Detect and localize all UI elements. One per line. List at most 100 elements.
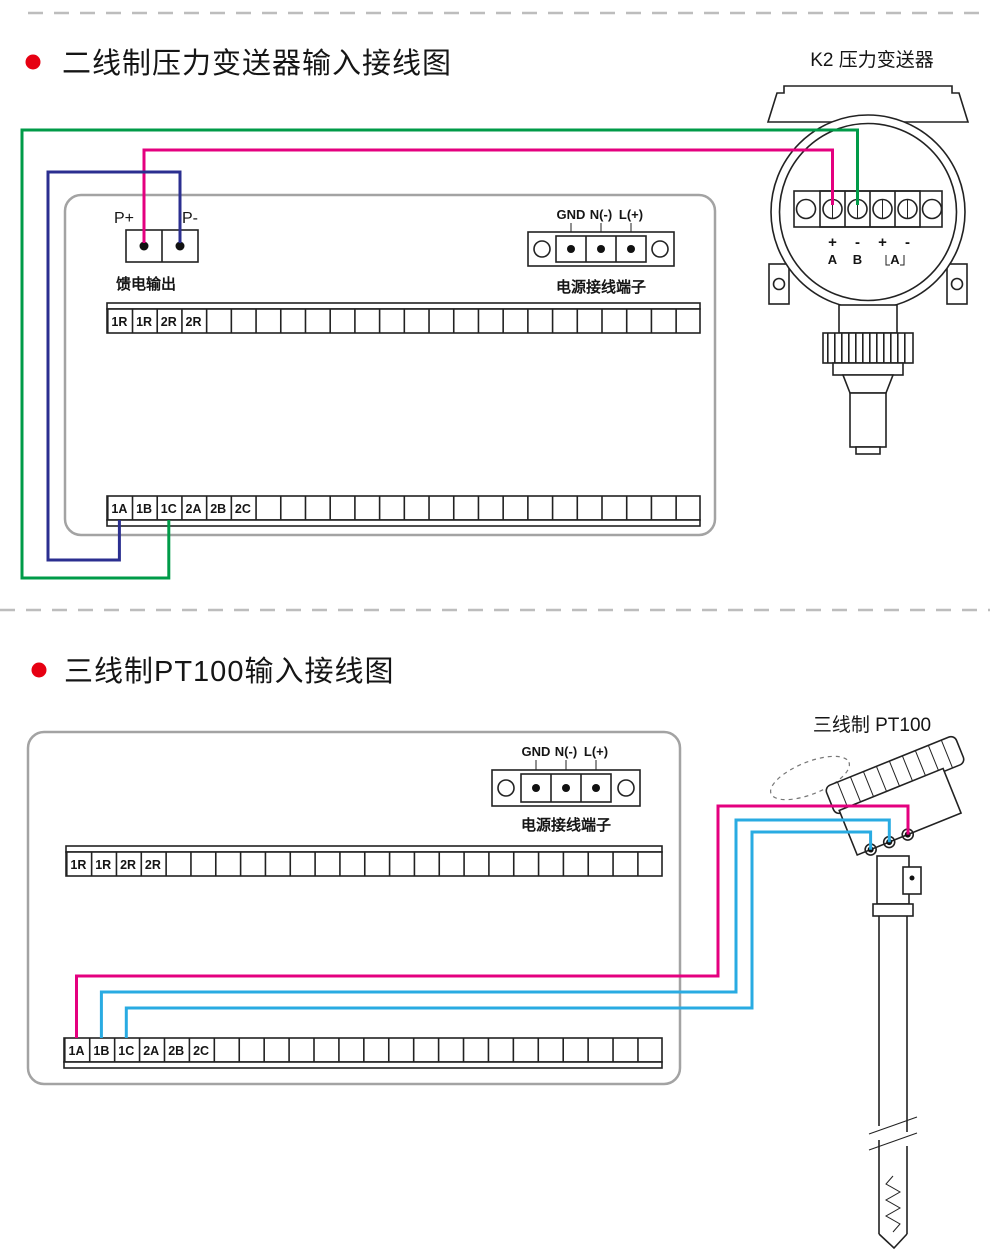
pt100-head (825, 735, 965, 857)
gnd-label-2: GND (522, 744, 551, 759)
rail-label: 1B (136, 502, 152, 516)
stem (849, 392, 887, 448)
tx-letter-a1: A (828, 252, 838, 267)
l-label-2: L(+) (584, 744, 608, 759)
head-terminal-1 (864, 843, 877, 856)
rail-label: 1C (161, 502, 177, 516)
instrument-panel-1 (63, 193, 717, 537)
tx-sign-4: - (905, 234, 910, 251)
rail-label: 1A (111, 502, 127, 516)
screw-slots (832, 199, 908, 219)
rail-label: 2R (186, 315, 202, 329)
power-screw-right-1 (651, 240, 669, 258)
right-ear (946, 263, 968, 305)
left-ear (768, 263, 790, 305)
instrument-panel-2 (26, 730, 682, 1086)
rail-label: 1C (118, 1044, 134, 1058)
device-label-k2: K2 压力变送器 (810, 49, 934, 71)
power-terminal-block-2: GND N(-) L(+) 电源接线端子 (491, 744, 641, 834)
power-screw-left-1 (533, 240, 551, 258)
rail-body (106, 495, 701, 521)
tx-letter-b: B (853, 252, 862, 267)
stem-tip (855, 446, 881, 455)
wire-cyan-1 (99, 818, 891, 1038)
power-cell-dividers-1 (585, 236, 617, 262)
l-label-1: L(+) (619, 207, 643, 222)
feed-terminal-dot-minus (175, 241, 185, 251)
wires-section2 (75, 804, 910, 1038)
power-cells-1 (555, 235, 647, 263)
feed-terminal-dot-plus (139, 241, 149, 251)
rail-label: 2R (120, 858, 136, 872)
rail-label: 1A (69, 1044, 85, 1058)
wires-section1 (20, 128, 859, 580)
wire-magenta-2 (75, 804, 910, 1038)
tx-letter-a2: A (890, 252, 900, 267)
collar (832, 362, 904, 376)
bullet-icon (31, 662, 47, 678)
section2-title: 三线制PT100输入接线图 (64, 655, 394, 688)
power-terminal-label-1: 电源接线端子 (556, 278, 646, 296)
neck (838, 304, 898, 334)
section1-header: 二线制压力变送器输入接线图 K2 压力变送器 (25, 47, 934, 80)
rail-label: 1R (95, 858, 111, 872)
rail-body (106, 308, 701, 334)
power-dot-n-2 (562, 784, 570, 792)
mounting-bracket (766, 85, 970, 123)
cap-knurling (836, 739, 954, 811)
gnd-label-1: GND (557, 207, 586, 222)
power-dot-l-1 (627, 245, 635, 253)
power-cell-dividers-2 (550, 774, 582, 802)
n-label-2: N(-) (555, 744, 577, 759)
power-dot-gnd-1 (567, 245, 575, 253)
rail-label: 2R (161, 315, 177, 329)
rail-band (106, 302, 701, 310)
rail-label: 1R (70, 858, 86, 872)
tx-sign-1: + (828, 234, 837, 251)
power-screw-left-2 (497, 779, 515, 797)
letter-bracket-marks (885, 255, 905, 266)
probe-break-symbol (868, 1116, 918, 1151)
wire-cyan-2 (124, 830, 873, 1038)
section2-header: 三线制PT100输入接线图 三线制 PT100 (31, 655, 931, 736)
wire-magenta (142, 148, 834, 243)
probe-spring-tip (884, 1175, 902, 1233)
wire-green (20, 128, 859, 580)
section1-title: 二线制压力变送器输入接线图 (62, 47, 452, 80)
input-rail-2: 1A 1B 1C 2A 2B 2C (63, 1037, 663, 1069)
rail-label: 1R (111, 315, 127, 329)
rail-label: 2C (193, 1044, 209, 1058)
hex-fitting (822, 332, 914, 364)
rail-band (65, 845, 663, 853)
relay-rail-2: 1R 1R 2R 2R (65, 845, 663, 877)
rail-label: 1R (136, 315, 152, 329)
device-label-pt100: 三线制 PT100 (813, 714, 931, 736)
power-cells-2 (520, 773, 612, 803)
head-terminal-3 (901, 828, 915, 841)
probe-flange (872, 903, 914, 917)
rail-label: 1B (93, 1044, 109, 1058)
right-ear-hole (950, 277, 964, 291)
wire-blue (46, 170, 182, 562)
tx-sign-2: - (855, 234, 860, 251)
bullet-icon (25, 54, 41, 70)
power-terminal-label-2: 电源接线端子 (521, 816, 611, 834)
power-dot-l-2 (592, 784, 600, 792)
n-label-1: N(-) (590, 207, 612, 222)
power-screw-right-2 (617, 779, 635, 797)
rail-label: 2A (186, 502, 202, 516)
rail-label: 2B (168, 1044, 184, 1058)
end-screw-right (921, 198, 943, 220)
feed-terminal-block: P+ P- 馈电输出 (114, 210, 199, 293)
p-plus-label: P+ (114, 210, 134, 227)
terminal-cell-dividers (844, 191, 896, 227)
rail-band (106, 519, 701, 527)
pt100-sensor-drawing (769, 735, 965, 1250)
tx-sign-3: + (878, 234, 887, 251)
transmitter-housing-inner (778, 122, 958, 302)
end-screw-left (795, 198, 817, 220)
power-dot-gnd-2 (532, 784, 540, 792)
input-rail-1: 1A 1B 1C 2A 2B 2C (106, 495, 701, 527)
dashed-cover-outline (769, 755, 851, 801)
